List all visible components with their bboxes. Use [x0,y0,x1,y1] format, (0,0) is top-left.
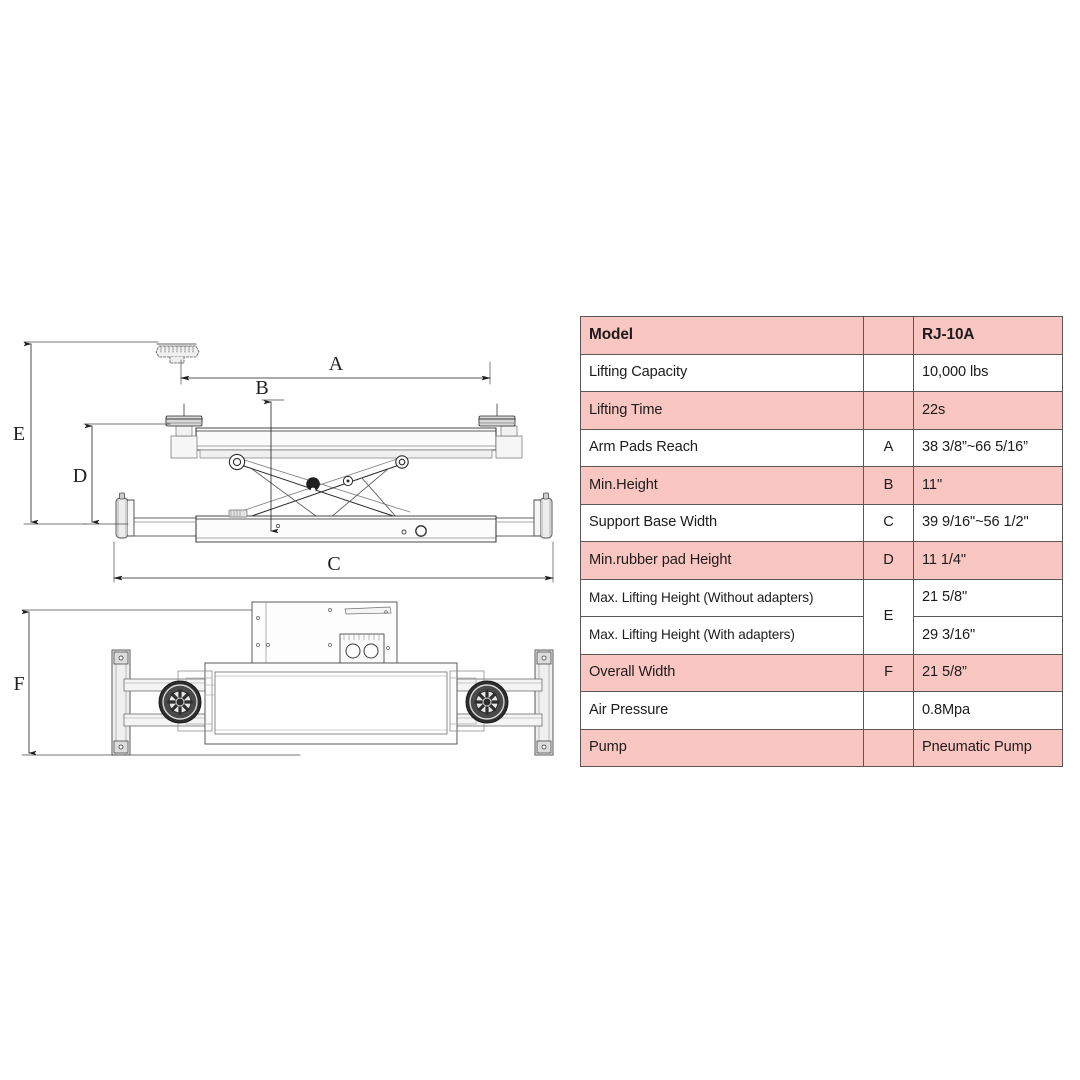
dimension-e [23,342,159,524]
spec-value: 0.8Mpa [913,691,1063,730]
side-elevation-view [115,343,553,543]
spec-value: 22s [913,391,1063,430]
dimension-label-d: D [73,465,87,487]
spec-name: Air Pressure [580,691,864,730]
support-base-frame [195,509,497,543]
header-model-label: Model [580,316,864,355]
spec-name: Pump [580,728,864,767]
spec-name: Lifting Time [580,391,864,430]
rubber-pad-adapter [155,343,200,364]
plan-right-end-rail [534,649,554,756]
specification-table-container: Model RJ-10A Lifting Capacity 10,000 lbs… [580,316,1063,767]
header-model-value: RJ-10A [913,316,1063,355]
spec-value: 39 9/16"~56 1/2" [913,503,1063,542]
spec-code: E [863,578,914,655]
spec-value: 11 1/4" [913,541,1063,580]
spec-name: Min.Height [580,466,864,505]
table-row: Min.rubber pad Height D 11 1/4" [580,541,1063,580]
spec-value: Pneumatic Pump [913,728,1063,767]
dimension-label-e: E [13,423,25,445]
spec-code [863,728,914,767]
dimension-a [181,359,490,385]
spec-value: 21 5/8" [913,578,1063,617]
table-row: Max. Lifting Height (With adapters) 29 3… [580,616,1063,655]
spec-name: Support Base Width [580,503,864,542]
technical-drawing-panel: A B C D E F [0,300,575,790]
table-row: Air Pressure 0.8Mpa [580,691,1063,730]
specification-table: Model RJ-10A Lifting Capacity 10,000 lbs… [580,316,1063,767]
spec-name: Min.rubber pad Height [580,541,864,580]
plan-control-plate [251,601,398,664]
spec-name: Max. Lifting Height (Without adapters) [580,578,864,617]
spec-name: Arm Pads Reach [580,428,864,467]
spec-value: 21 5/8” [913,653,1063,692]
dimension-d [83,424,171,524]
plan-view [111,601,554,756]
dimension-b [261,400,285,531]
spec-code: F [863,653,914,692]
spec-code: C [863,503,914,542]
header-code-cell [863,316,914,355]
dimension-label-c: C [327,553,340,575]
dimension-label-b: B [255,377,268,399]
plan-roller-left [158,680,202,724]
dimension-label-a: A [329,353,344,375]
spec-value: 11" [913,466,1063,505]
dimension-label-f: F [13,673,24,695]
spec-name: Max. Lifting Height (With adapters) [580,616,864,655]
spec-code [863,691,914,730]
table-row: Lifting Capacity 10,000 lbs [580,353,1063,392]
left-arm-pad-assembly [165,403,203,459]
table-row: Min.Height B 11" [580,466,1063,505]
right-base-extension [495,492,553,539]
technical-drawing: A B C D E F [13,300,575,756]
spec-name: Overall Width [580,653,864,692]
plan-lift-platform [204,662,458,745]
dimension-f [21,610,301,755]
spec-code: B [863,466,914,505]
spec-name: Lifting Capacity [580,353,864,392]
scissor-linkage [228,453,411,520]
table-row: Arm Pads Reach A 38 3/8”~66 5/16” [580,428,1063,467]
spec-value: 38 3/8”~66 5/16” [913,428,1063,467]
spec-code: A [863,428,914,467]
right-arm-pad-assembly [478,403,523,459]
plan-roller-right [465,680,509,724]
spec-code: D [863,541,914,580]
table-row: Max. Lifting Height (Without adapters) E… [580,578,1063,655]
spec-value: 29 3/16" [913,616,1063,655]
table-header-row: Model RJ-10A [580,316,1063,355]
dimension-c [114,541,553,583]
left-base-extension [115,492,197,539]
table-row: Overall Width F 21 5/8” [580,653,1063,692]
plan-left-end-rail [111,649,131,756]
table-row: Support Base Width C 39 9/16"~56 1/2" [580,503,1063,542]
lift-table-beam [195,427,497,459]
spec-code [863,353,914,392]
table-row: Lifting Time 22s [580,391,1063,430]
table-row: Pump Pneumatic Pump [580,728,1063,767]
spec-value: 10,000 lbs [913,353,1063,392]
spec-code [863,391,914,430]
